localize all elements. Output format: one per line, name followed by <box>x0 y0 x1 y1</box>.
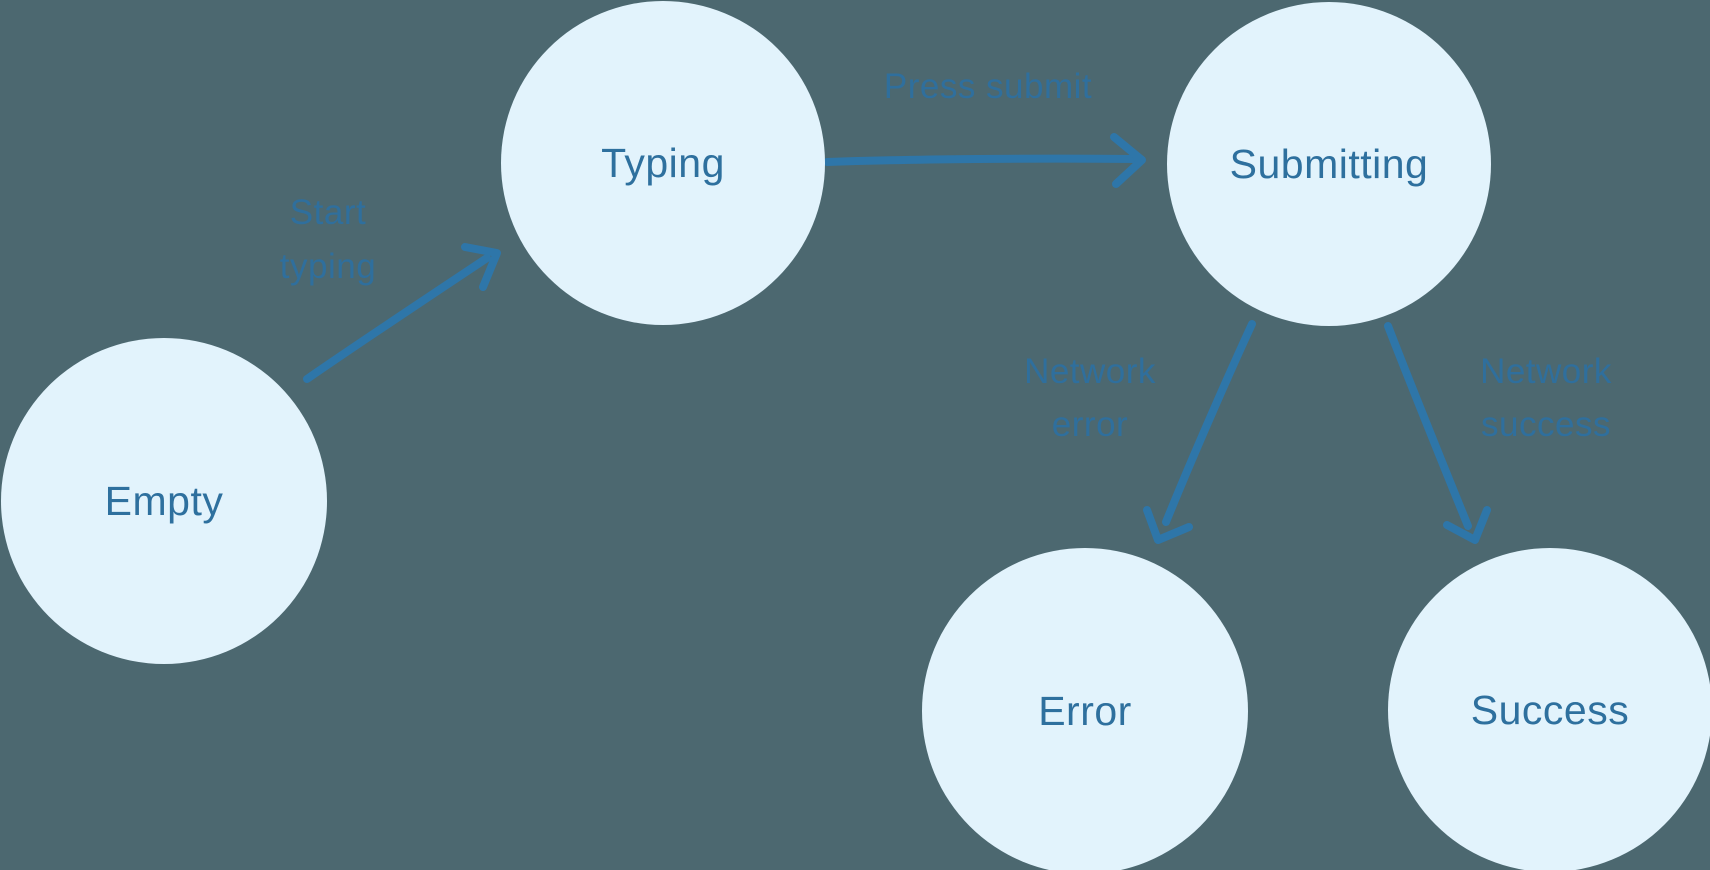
edge-submitting-success: Network success <box>1384 322 1612 544</box>
edge-submitting-error-label-line2: error <box>1052 405 1128 444</box>
node-success: Success <box>1388 548 1710 870</box>
edge-empty-typing-arrowhead-icon <box>461 243 501 291</box>
node-error-label: Error <box>1038 688 1132 734</box>
node-error: Error <box>922 548 1248 870</box>
edge-submitting-success-label-line1: Network <box>1480 352 1612 391</box>
node-typing: Typing <box>501 1 825 325</box>
edge-typing-submitting-arrowhead-icon <box>1110 133 1146 188</box>
edge-typing-submitting-label: Press submit <box>884 67 1092 106</box>
edge-submitting-success-label-line2: success <box>1481 405 1611 444</box>
edge-empty-typing-label-line2: typing <box>280 247 376 286</box>
node-success-circle <box>1388 548 1710 870</box>
edge-empty-typing-label-line1: Start <box>290 193 366 232</box>
edge-typing-submitting: Press submit <box>823 67 1146 188</box>
node-typing-circle <box>501 1 825 325</box>
edge-submitting-success-line <box>1384 322 1472 530</box>
node-submitting-label: Submitting <box>1230 141 1429 187</box>
node-empty-label: Empty <box>105 478 224 524</box>
node-typing-label: Typing <box>601 140 725 186</box>
edge-empty-typing-line <box>303 254 491 383</box>
edge-empty-typing: Start typing <box>280 193 501 383</box>
edge-submitting-error-arrowhead-icon <box>1143 506 1193 544</box>
edge-typing-submitting-line <box>823 154 1139 166</box>
node-success-label: Success <box>1471 687 1629 733</box>
node-submitting-circle <box>1167 2 1491 326</box>
node-empty-circle <box>1 338 327 664</box>
node-error-circle <box>922 548 1248 870</box>
edge-submitting-success-arrowhead-icon <box>1443 506 1491 544</box>
edge-submitting-error: Network error <box>1024 320 1256 544</box>
edge-submitting-error-label-line1: Network <box>1024 352 1156 391</box>
edge-submitting-error-line <box>1162 320 1256 526</box>
node-submitting: Submitting <box>1167 2 1491 326</box>
node-empty: Empty <box>1 338 327 664</box>
